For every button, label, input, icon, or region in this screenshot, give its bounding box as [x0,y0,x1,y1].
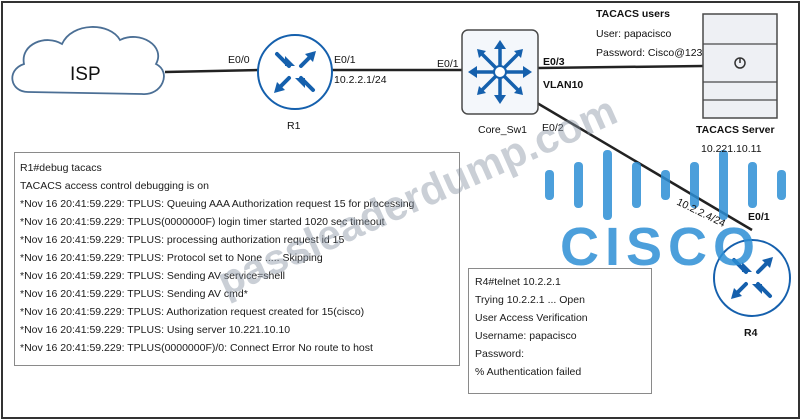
telnet-line: % Authentication failed [475,366,582,378]
link-core-r4 [531,98,753,232]
telnet-log-panel: R4#telnet 10.2.2.1 Trying 10.2.2.1 ... O… [468,268,652,394]
telnet-line: User Access Verification [475,312,588,324]
debug-line: *Nov 16 20:41:59.229: TPLUS: Using serve… [20,324,291,336]
telnet-line: Username: papacisco [475,330,577,342]
debug-log-lines: R1#debug tacacs TACACS access control de… [15,153,459,357]
router-r1-icon [257,34,333,110]
debug-line: *Nov 16 20:41:59.229: TPLUS: Sending AV … [20,288,248,300]
core-iface-e0-2-label: E0/2 [542,122,564,134]
core-iface-e0-1-label: E0/1 [437,58,459,70]
telnet-line: R4#telnet 10.2.2.1 [475,276,561,288]
tacacs-password-label: Password: Cisco@123 [596,47,703,59]
telnet-log-lines: R4#telnet 10.2.2.1 Trying 10.2.2.1 ... O… [469,269,651,381]
debug-line: *Nov 16 20:41:59.229: TPLUS: Sending AV … [20,270,285,282]
debug-line: R1#debug tacacs [20,162,102,174]
cisco-bars-logo [545,150,786,220]
isp-cloud-icon [11,26,165,95]
debug-line: *Nov 16 20:41:59.229: TPLUS: Queuing AAA… [20,198,415,210]
debug-line: *Nov 16 20:41:59.229: TPLUS(0000000F) lo… [20,216,385,228]
debug-line: TACACS access control debugging is on [20,180,209,192]
r1-label: R1 [287,120,301,132]
debug-line: *Nov 16 20:41:59.229: TPLUS(0000000F)/0:… [20,342,373,354]
r4-label: R4 [744,327,758,339]
router-r4-icon [713,239,791,317]
telnet-line: Trying 10.2.2.1 ... Open [475,294,585,306]
tacacs-users-heading: TACACS users [596,8,670,20]
link-core-tacacs [537,64,704,70]
tacacs-server-ip-label: 10.221.10.11 [701,143,762,155]
debug-line: *Nov 16 20:41:59.229: TPLUS: Protocol se… [20,252,323,264]
link-isp-r1 [164,68,259,74]
r1-iface-e0-0-label: E0/0 [228,54,250,66]
r4-iface-label: E0/1 [748,211,770,223]
core-iface-e0-3-label: E0/3 [543,56,565,68]
r1-iface-e0-1-label: E0/1 [334,54,356,66]
telnet-line: Password: [475,348,525,360]
r1-ip-label: 10.2.2.1/24 [334,74,387,86]
isp-label: ISP [70,64,101,85]
core-switch-icon [461,29,539,115]
tacacs-server-label: TACACS Server [696,124,775,136]
debug-log-panel: R1#debug tacacs TACACS access control de… [14,152,460,366]
core-vlan-label: VLAN10 [543,79,584,91]
debug-line: *Nov 16 20:41:59.229: TPLUS: Authorizati… [20,306,365,318]
debug-line: *Nov 16 20:41:59.229: TPLUS: processing … [20,234,345,246]
core-switch-label: Core_Sw1 [478,124,528,136]
tacacs-user-label: User: papacisco [596,28,672,40]
tacacs-server-icon [702,13,778,119]
